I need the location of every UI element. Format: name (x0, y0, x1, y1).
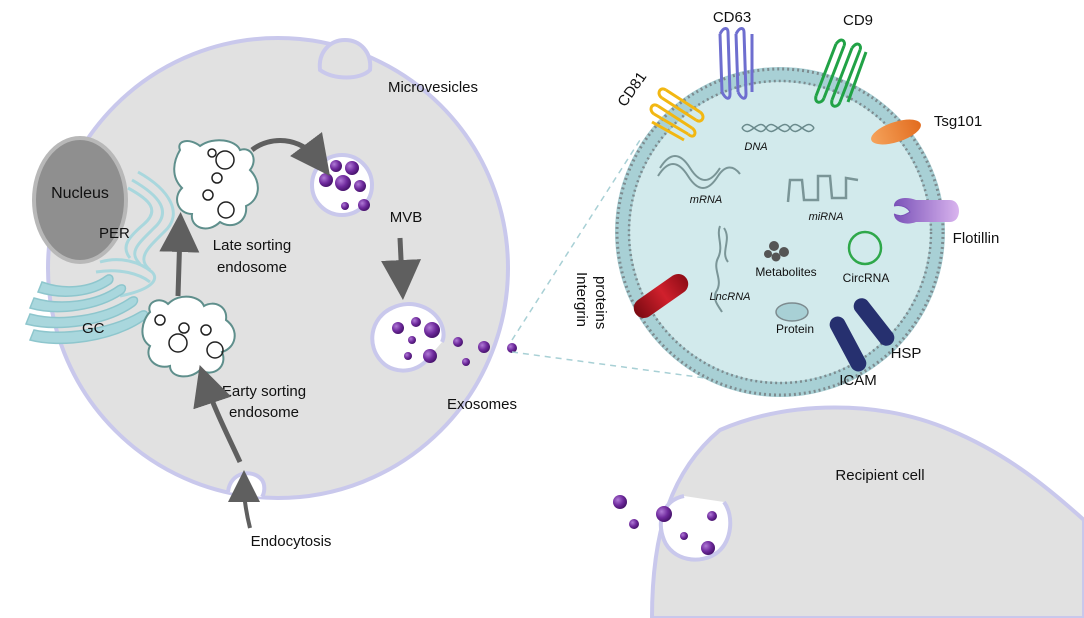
flotillin-protein (893, 198, 959, 224)
mirna-icon (786, 174, 859, 203)
late-sorting-endosome (173, 139, 259, 230)
microvesicles-label: Microvesicles (388, 79, 478, 96)
nucleus-label: Nucleus (51, 185, 109, 202)
metabolites-label: Metabolites (755, 265, 816, 279)
arrow-early-to-late (159, 212, 200, 297)
zoom-lines (511, 139, 721, 381)
hsp-protein (853, 298, 895, 346)
intergrin-label-line2: proteins (592, 276, 609, 329)
early-sorting-label-line2: endosome (229, 404, 299, 421)
nucleus (32, 136, 128, 264)
protein-icon (775, 302, 809, 322)
arrow-endocytosis-to-early (193, 365, 243, 464)
recipient-cell (649, 405, 1084, 618)
cd63-protein (718, 27, 754, 100)
gc-label: GC (82, 320, 105, 337)
mrna-label: mRNA (690, 194, 722, 206)
metabolites-icon (764, 241, 789, 262)
microvesicle-bud (317, 37, 373, 80)
exosome-release-vesicle (370, 302, 446, 373)
early-sorting-endosome (141, 295, 236, 378)
arrow-endocytosis-in (228, 470, 261, 529)
recipient-cell-label: Recipient cell (835, 467, 924, 484)
arrow-late-to-mvb (250, 131, 331, 176)
icam-protein (829, 316, 867, 372)
mrna-icon (657, 155, 741, 189)
cd9-protein (814, 38, 868, 108)
intergrin-label-line1: Intergrin (573, 272, 590, 327)
tsg101-label: Tsg101 (934, 113, 982, 130)
released-exosomes (453, 337, 517, 366)
hsp-label: HSP (891, 345, 922, 362)
endocytosis-label: Endocytosis (251, 533, 332, 550)
exosome-inner-dots (627, 79, 933, 385)
cd9-label: CD9 (843, 12, 873, 29)
lncrna-label: LncRNA (710, 291, 751, 303)
mvb-vesicle (310, 153, 374, 217)
circrna-icon (847, 230, 883, 266)
dna-icon (741, 123, 815, 133)
icam-label: ICAM (839, 372, 877, 389)
mvb-label: MVB (390, 209, 423, 226)
lncrna-icon (713, 225, 729, 313)
late-sorting-label-line2: endosome (217, 259, 287, 276)
cd81-label: CD81 (614, 69, 650, 110)
early-sorting-label-line1: Earty sorting (222, 383, 306, 400)
circrna-label: CircRNA (843, 271, 890, 285)
per-label: PER (99, 225, 130, 242)
pathway-arrows (159, 131, 422, 529)
donor-cell-body (46, 36, 510, 500)
mirna-label: miRNA (809, 211, 844, 223)
cd81-protein (649, 87, 705, 142)
late-sorting-label-line1: Late sorting (213, 237, 291, 254)
golgi-complex (24, 274, 149, 345)
arrow-mvb-to-release (381, 237, 422, 300)
integrin-protein (633, 273, 689, 319)
protein-label: Protein (776, 322, 814, 336)
flotillin-label: Flotillin (953, 230, 1000, 247)
dna-label: DNA (744, 141, 767, 153)
donor-cell (46, 36, 510, 500)
uptaken-exosomes (613, 495, 717, 555)
tsg101-protein (871, 119, 921, 145)
exosomes-label: Exosomes (447, 396, 517, 413)
exosome-membrane-dots (615, 67, 945, 397)
cd63-label: CD63 (713, 9, 751, 26)
